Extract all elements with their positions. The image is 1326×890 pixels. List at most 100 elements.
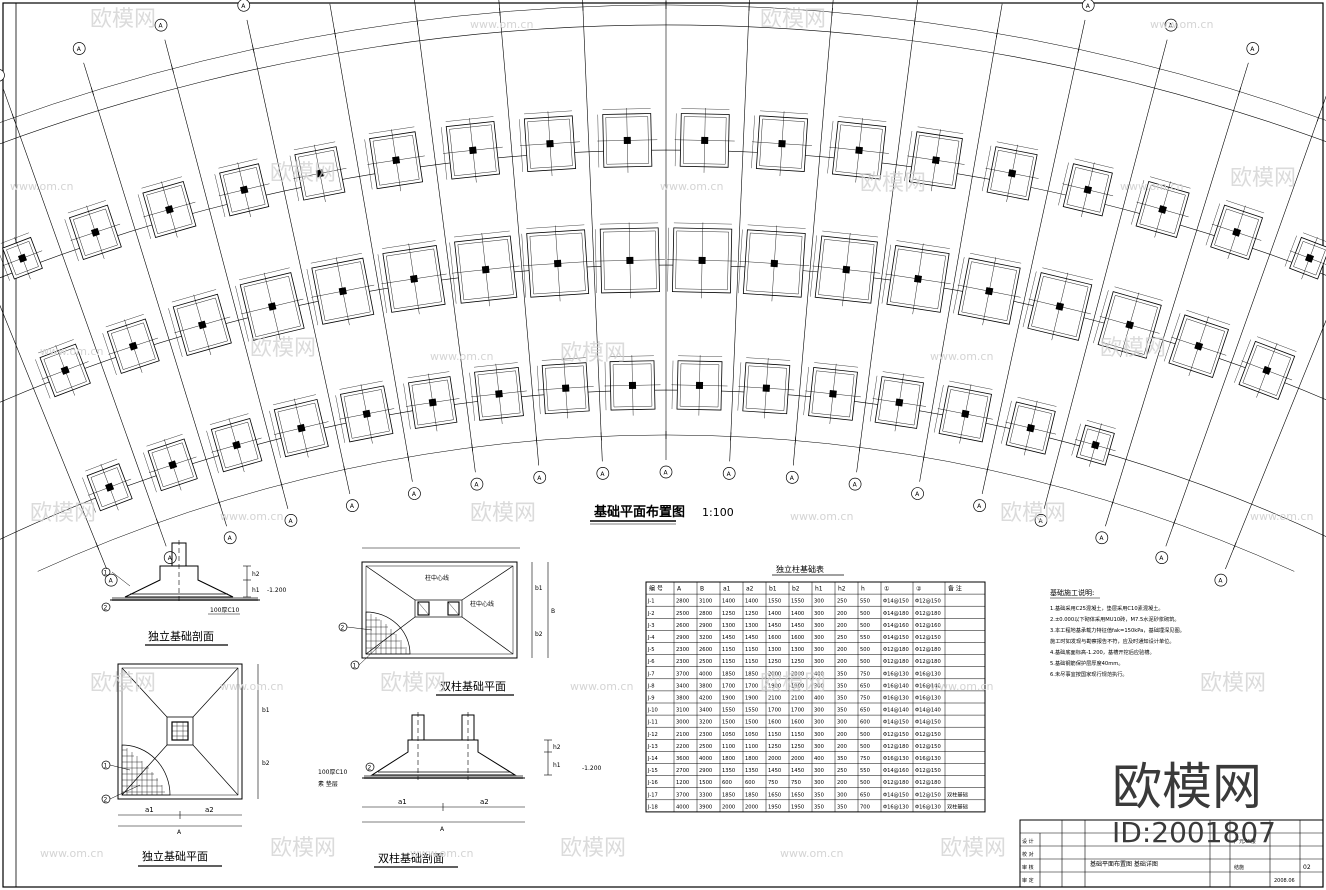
schedule-title: 独立柱基础表 bbox=[776, 564, 824, 574]
isolated-footing bbox=[1163, 310, 1231, 378]
radial-axis-line bbox=[729, 0, 750, 462]
axis-bubble-bottom bbox=[1214, 573, 1228, 587]
isolated-footing bbox=[364, 126, 425, 192]
schedule-cell: Φ12@150 bbox=[915, 744, 941, 750]
schedule-cell: 1700 bbox=[768, 708, 781, 714]
rebar-mark-1: 1 bbox=[104, 570, 108, 577]
axis-bubble-bottom bbox=[1034, 514, 1048, 527]
schedule-cell: 500 bbox=[860, 744, 870, 750]
schedule-cell: 2700 bbox=[676, 768, 689, 774]
axis-bubble-bottom bbox=[722, 467, 736, 480]
schedule-cell: Φ12@180 bbox=[883, 780, 909, 786]
schedule-cell: 1400 bbox=[745, 599, 758, 605]
dimension-tick bbox=[217, 498, 221, 507]
schedule-cell: 1600 bbox=[768, 720, 781, 726]
radial-axis-line bbox=[246, 19, 351, 494]
plan-dim-A: A bbox=[177, 829, 182, 836]
schedule-cell: 1150 bbox=[768, 732, 781, 738]
watermark-site-tile: www.om.cn bbox=[10, 180, 73, 193]
schedule-cell: 350 bbox=[837, 671, 847, 677]
axis-bubble-top bbox=[1246, 42, 1260, 55]
schedule-cell: 2100 bbox=[676, 732, 689, 738]
dimension-tick bbox=[1238, 87, 1242, 96]
schedule-cell: 2900 bbox=[699, 623, 712, 629]
schedule-cell: 300 bbox=[814, 708, 824, 714]
watermark-site-tile: www.om.cn bbox=[40, 847, 103, 860]
dim-h2: h2 bbox=[252, 571, 260, 578]
schedule-cell: 750 bbox=[768, 780, 778, 786]
schedule-cell: J-9 bbox=[647, 696, 655, 702]
axis-bubble-top bbox=[1164, 18, 1178, 32]
watermark-brand: 欧模网 bbox=[1112, 758, 1262, 816]
schedule-cell: J-6 bbox=[647, 659, 655, 665]
schedule-cell: Φ16@130 bbox=[883, 756, 909, 762]
schedule-cell: 200 bbox=[837, 611, 847, 617]
schedule-cell: Φ12@160 bbox=[915, 623, 941, 629]
schedule-cell: 300 bbox=[814, 720, 824, 726]
schedule-cell: 1450 bbox=[745, 635, 758, 641]
schedule-cell: 600 bbox=[745, 780, 755, 786]
isolated-footing bbox=[519, 110, 580, 177]
double-dim-a1: a1 bbox=[398, 798, 407, 806]
isolated-footing bbox=[604, 355, 661, 416]
isolated-footing bbox=[137, 176, 197, 239]
watermark-site-tile: www.om.cn bbox=[790, 510, 853, 523]
isolated-footing bbox=[206, 413, 263, 474]
schedule-cell: 2300 bbox=[676, 647, 689, 653]
note-line: 2.±0.000以下砌体采用MU10砖，M7.5水泥砂浆砌筑。 bbox=[1050, 615, 1180, 623]
schedule-cell: 600 bbox=[860, 720, 870, 726]
axis-bubble-bottom bbox=[785, 471, 799, 484]
schedule-cell: 1450 bbox=[768, 768, 781, 774]
axis-bubble-label: A bbox=[350, 503, 355, 510]
schedule-cell: 2000 bbox=[745, 804, 758, 810]
schedule-cell: Φ12@150 bbox=[915, 599, 941, 605]
schedule-header-cell: h bbox=[861, 586, 865, 593]
axis-bubble-label: A bbox=[915, 491, 920, 498]
schedule-cell: 1150 bbox=[722, 659, 735, 665]
watermark-brand-tile: 欧模网 bbox=[1000, 501, 1066, 526]
schedule-cell: 3100 bbox=[699, 599, 712, 605]
watermark-site-tile: www.om.cn bbox=[1150, 18, 1213, 31]
isolated-footing bbox=[64, 200, 122, 262]
axis-bubble-label: A bbox=[1099, 535, 1104, 542]
plan-dim-a1: a1 bbox=[145, 806, 154, 814]
schedule-cell: 1300 bbox=[745, 623, 758, 629]
schedule-cell: 3900 bbox=[699, 804, 712, 810]
radial-axis-line bbox=[414, 0, 476, 473]
watermark-brand-tile: 欧模网 bbox=[270, 836, 336, 861]
schedule-cell: 3000 bbox=[676, 720, 689, 726]
schedule-cell: 650 bbox=[860, 683, 870, 689]
dimension-tick bbox=[1077, 45, 1080, 54]
isolated-footing bbox=[671, 355, 728, 416]
schedule-cell: Φ12@180 bbox=[915, 647, 941, 653]
watermark-site-tile: www.om.cn bbox=[220, 680, 283, 693]
schedule-cell: 1500 bbox=[745, 720, 758, 726]
watermark-brand-tile: 欧模网 bbox=[90, 671, 156, 696]
axis-bubble-label: A bbox=[790, 475, 795, 482]
dimension-tick bbox=[471, 443, 474, 452]
schedule-cell: 300 bbox=[814, 732, 824, 738]
schedule-cell: 500 bbox=[860, 623, 870, 629]
schedule-cell: 双柱基础 bbox=[947, 790, 968, 798]
isolated-footing bbox=[933, 380, 993, 444]
dimension-tick bbox=[1158, 64, 1161, 73]
schedule-cell: Φ16@130 bbox=[883, 671, 909, 677]
watermark-layer: 欧模网欧模网欧模网欧模网欧模网欧模网欧模网欧模网欧模网欧模网欧模网欧模网欧模网欧… bbox=[10, 7, 1313, 861]
schedule-cell: 300 bbox=[814, 599, 824, 605]
section-rebar-mark-2: 2 bbox=[368, 765, 372, 772]
isolated-footing bbox=[143, 434, 198, 493]
axis-bubble-label: A bbox=[727, 471, 732, 478]
schedule-cell: J-15 bbox=[647, 768, 658, 774]
schedule-cell: 2500 bbox=[699, 744, 712, 750]
double-dim-B: B bbox=[551, 608, 555, 615]
isolated-footing bbox=[738, 224, 810, 302]
schedule-cell: J-10 bbox=[647, 708, 658, 714]
schedule-cell: 1250 bbox=[791, 744, 804, 750]
schedule-cell: 300 bbox=[837, 720, 847, 726]
schedule-header-cell: h2 bbox=[838, 586, 846, 593]
schedule-cell: Φ12@150 bbox=[915, 732, 941, 738]
dimension-tick bbox=[831, 8, 833, 17]
watermark-id: ID:2001807 bbox=[1112, 816, 1276, 849]
schedule-cell: Φ14@140 bbox=[915, 708, 941, 714]
schedule-cell: J-5 bbox=[647, 647, 655, 653]
